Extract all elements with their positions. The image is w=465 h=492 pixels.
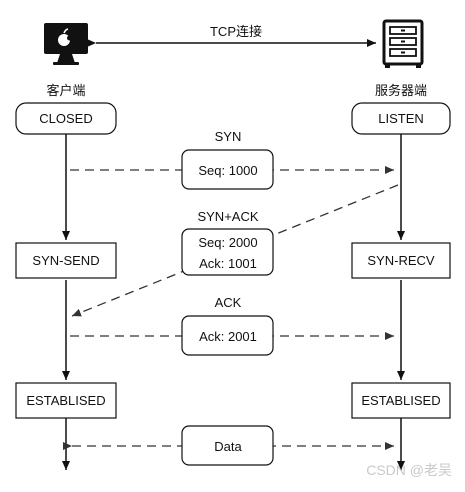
- client-state-established: ESTABLISED: [26, 393, 105, 408]
- client-label: 客户端: [46, 83, 85, 98]
- synack-seq: Seq: 2000: [198, 235, 257, 250]
- ack-box: [181, 315, 274, 356]
- tcp-connection-label: TCP连接: [210, 24, 262, 39]
- server-state-listen: LISTEN: [378, 111, 424, 126]
- data-label: Data: [214, 439, 242, 454]
- server-icon: [382, 19, 424, 68]
- ack-title: ACK: [215, 295, 242, 310]
- server-state-listen-box: [351, 102, 451, 135]
- client-state-established-box: [15, 382, 117, 419]
- data-box: [181, 425, 274, 466]
- computer-icon: [44, 23, 88, 65]
- client-state-synsend: SYN-SEND: [32, 253, 99, 268]
- ack-value: Ack: 2001: [199, 329, 257, 344]
- server-label: 服务器端: [375, 83, 427, 98]
- synack-title: SYN+ACK: [197, 209, 258, 224]
- syn-seq: Seq: 1000: [198, 163, 257, 178]
- client-state-closed-box: [15, 102, 117, 135]
- synack-arrow: [71, 184, 399, 317]
- syn-box: [181, 149, 274, 190]
- client-state-closed: CLOSED: [39, 111, 92, 126]
- syn-title: SYN: [215, 129, 242, 144]
- watermark: CSDN @老吴: [366, 462, 452, 478]
- client-state-synsend-box: [15, 242, 117, 279]
- apple-logo-icon: [58, 28, 72, 46]
- synack-box: [181, 228, 274, 276]
- server-state-synrecv-box: [351, 242, 451, 279]
- server-state-established-box: [351, 382, 451, 419]
- server-state-synrecv: SYN-RECV: [367, 253, 435, 268]
- server-state-established: ESTABLISED: [361, 393, 440, 408]
- synack-ack: Ack: 1001: [199, 256, 257, 271]
